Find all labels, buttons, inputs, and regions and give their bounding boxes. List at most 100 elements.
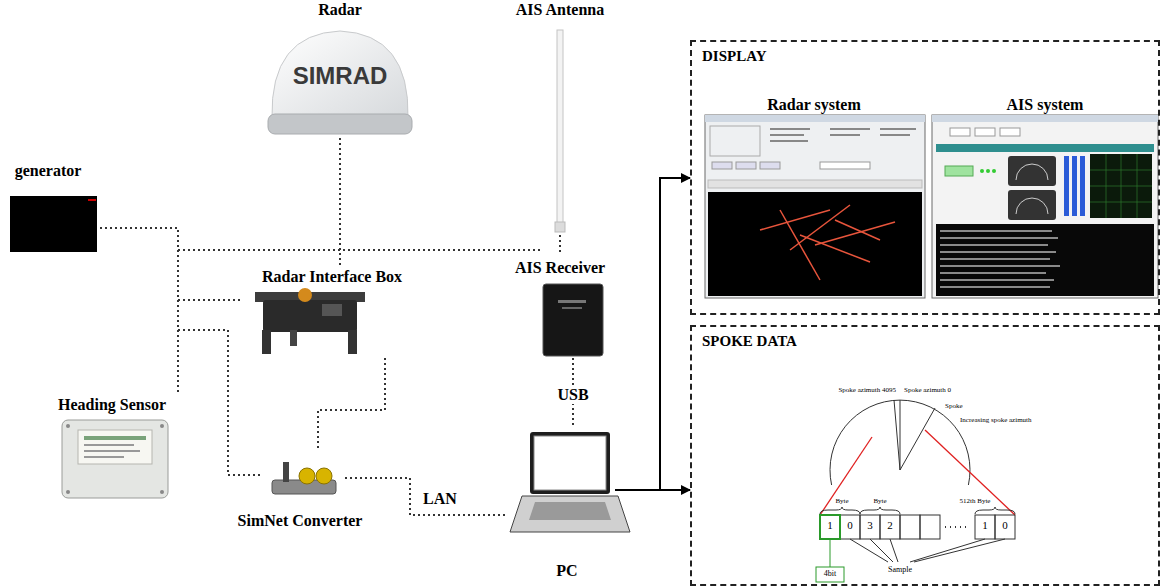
diagram-label: 4bit: [824, 569, 836, 578]
ais-screenshot-drawing-part: [1016, 164, 1048, 180]
spoke-diagram-drawing-part: [925, 430, 1015, 515]
diagram-label: Byte: [835, 497, 848, 505]
ais-screenshot-drawing-part-part: [1106, 154, 1107, 218]
ais-screenshot-drawing-part: [1090, 154, 1152, 218]
diagram-label: 0: [847, 519, 853, 532]
node-label: SPOKE DATA: [702, 333, 797, 350]
radar-screenshot-drawing-part: [820, 162, 870, 169]
spoke-diagram-drawing-part: [816, 567, 844, 582]
simnet-converter-drawing: [272, 462, 336, 494]
node-label: DISPLAY: [702, 48, 766, 65]
connector: [100, 228, 240, 300]
laptop-drawing-part: [530, 432, 610, 494]
connector: [615, 489, 690, 491]
spoke-diagram-drawing-part: [860, 507, 900, 514]
laptop-drawing-part: [529, 502, 611, 520]
radar-screenshot-drawing-part: [760, 162, 780, 169]
spoke-diagram-drawing-part: [914, 539, 1005, 562]
diagram-label: 2: [887, 519, 893, 532]
ais-screenshot-drawing-part: [980, 169, 984, 173]
radar-screenshot-drawing-part: [830, 134, 860, 136]
edge-label: USB: [555, 386, 590, 404]
node-label: PC: [556, 562, 577, 580]
heading-sensor-drawing: [62, 420, 168, 498]
ais-screenshot-drawing-part-part: [1121, 154, 1122, 218]
power-bus-wire: [178, 250, 540, 251]
ais-screenshot-drawing-part: [1064, 156, 1069, 216]
ais-receiver-drawing: [543, 284, 603, 356]
spoke-diagram-drawing-part: [840, 515, 860, 539]
spoke-diagram-drawing-part: [975, 507, 1015, 514]
spoke-diagram-drawing-part: [870, 539, 893, 562]
interface-box-drawing-part: [322, 304, 342, 316]
spoke-diagram-drawing-part: [820, 437, 872, 515]
generator-unit: generator: [5, 158, 100, 255]
diagram-label: Spoke azimuth 4095: [838, 386, 896, 394]
pc-laptop: PC: [505, 428, 615, 586]
edge-label: LAN: [423, 490, 457, 508]
ais-screenshot-drawing-part: [1000, 128, 1020, 136]
ais-screenshot-drawing-part-part: [940, 272, 1046, 274]
generator-drawing-part: [10, 196, 97, 252]
ais-screenshot-drawing-part: [975, 128, 995, 136]
ais-screenshot-drawing-part-part: [940, 286, 1050, 288]
ais-antenna-drawing-part: [557, 30, 563, 226]
spoke-diagram-drawing-part: [995, 515, 1015, 539]
connector: [559, 235, 561, 255]
spoke-diagram-drawing-part: [945, 526, 970, 528]
spoke-diagram-drawing: [816, 400, 1015, 582]
diagram-label: 1: [982, 519, 988, 532]
spoke-diagram-drawing-part: [880, 515, 900, 539]
interface-box-drawing-part: [348, 330, 357, 354]
node-label: Radar system: [767, 96, 860, 114]
ais-screenshot-drawing-part: [932, 115, 1158, 298]
ais-screenshot-drawing-part: [1080, 156, 1085, 216]
heading-sensor-drawing-part: [160, 490, 164, 494]
radar-interface-box: Radar Interface Box: [240, 265, 420, 358]
laptop-drawing: [510, 432, 630, 532]
diagram-label: 1: [827, 519, 833, 532]
diagram-label: 3: [867, 519, 873, 532]
connector: [100, 228, 178, 393]
heading-sensor-drawing-part: [84, 456, 124, 458]
display-panel: Radar system AIS system DISPLAY: [690, 40, 1160, 315]
spoke-diagram-drawing-part: [850, 539, 888, 562]
ais-screenshot-drawing-part: [940, 230, 1060, 288]
radar-screenshot-drawing-part: [770, 140, 808, 142]
node-label: AIS system: [1007, 96, 1084, 114]
ais-antenna: AIS Antenna: [500, 0, 620, 235]
ais-receiver-drawing-part: [562, 307, 582, 309]
diagram-label: Sample: [888, 565, 912, 574]
radar-dome-drawing: [268, 31, 412, 134]
radar-screenshot-drawing-part: [770, 134, 804, 136]
diagram-label: 0: [1002, 519, 1008, 532]
radar-screenshot-drawing-part: [736, 162, 756, 169]
spoke-diagram-drawing-part: [894, 400, 900, 470]
connector: [100, 228, 262, 475]
radar-screenshot-drawing-part: [770, 128, 810, 130]
radar-screenshot-drawing: [705, 115, 925, 298]
heading-sensor-drawing-part: [84, 444, 134, 446]
ais-screenshot-drawing-part-part: [940, 279, 1054, 281]
connector: [615, 178, 690, 490]
ais-screenshot-drawing-part-part: [940, 251, 1056, 253]
laptop-drawing-part: [510, 496, 630, 532]
ais-screenshot-drawing-part-part: [940, 230, 1052, 232]
radar-screenshot-drawing-part: [710, 126, 760, 156]
radar-screenshot-drawing-part: [712, 162, 732, 169]
ais-screenshot-drawing-part: [1008, 190, 1056, 220]
radar-dome-drawing-part: [268, 114, 412, 134]
diagram-label: Increasing spoke azimuth: [960, 416, 1032, 424]
simnet-converter-drawing-part: [299, 468, 315, 484]
generator-drawing-part: [88, 199, 96, 201]
connector: [345, 478, 505, 515]
ais-screenshot-drawing-part: [1008, 156, 1056, 186]
spoke-diagram-drawing-part: [910, 539, 985, 562]
node-label: AIS Antenna: [516, 1, 604, 19]
spoke-diagram-drawing-part: [820, 507, 860, 514]
ais-screenshot-drawing-part: [1016, 198, 1048, 214]
interface-box-drawing-part: [298, 288, 312, 302]
